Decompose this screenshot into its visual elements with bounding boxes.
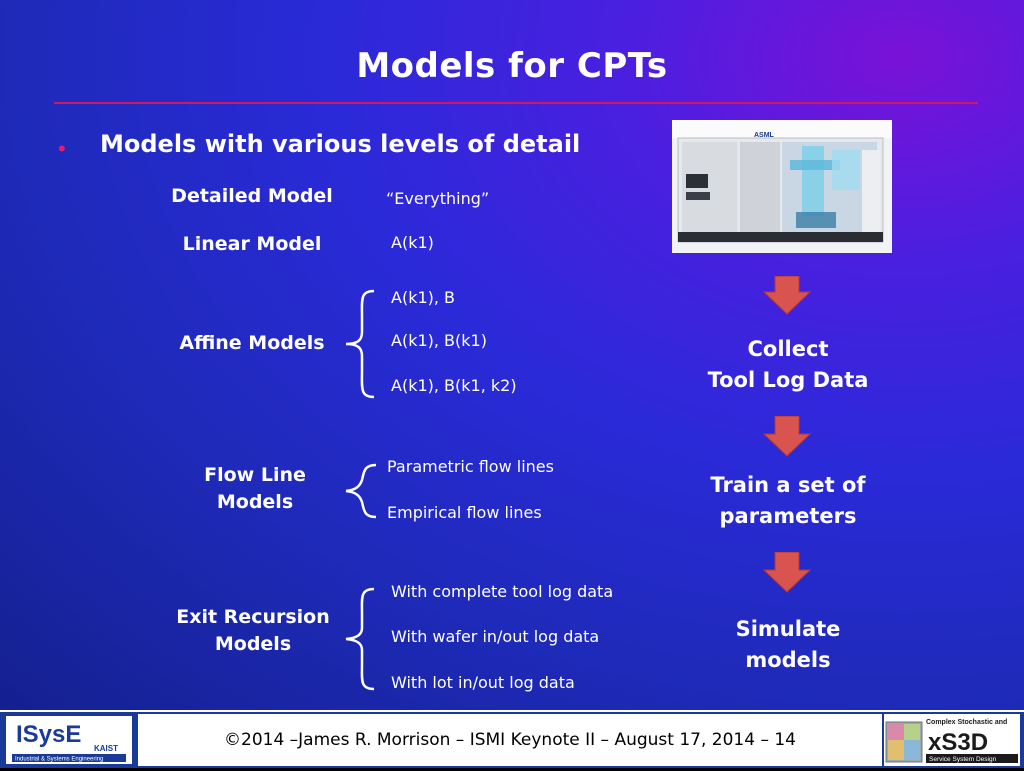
kaist-logo-text: KAIST <box>94 744 118 753</box>
affine-item: A(k1), B <box>391 288 456 307</box>
photo-brand-text: ASML <box>754 132 775 139</box>
linear-model-item: A(k1) <box>391 233 434 252</box>
isyse-subtitle-text: Industrial & Systems Engineering <box>15 757 103 763</box>
exit-recursion-models-label: Exit Recursion Models <box>170 604 336 658</box>
exit-recursion-label-line1: Exit Recursion <box>176 606 330 628</box>
step2-line2: parameters <box>719 504 857 528</box>
step-train-parameters: Train a set of parameters <box>690 470 886 532</box>
step-collect-log-data: Collect Tool Log Data <box>690 334 886 396</box>
step1-line1: Collect <box>747 337 829 361</box>
title-divider <box>54 102 978 104</box>
affine-item: A(k1), B(k1, k2) <box>391 376 517 395</box>
flow-line-item: Empirical flow lines <box>387 503 542 522</box>
footer-center: ©2014 –James R. Morrison – ISMI Keynote … <box>138 714 882 766</box>
detailed-model-item: “Everything” <box>386 189 490 208</box>
detailed-model-label: Detailed Model <box>171 185 333 207</box>
down-arrow-icon <box>763 276 811 315</box>
affine-models-label: Affine Models <box>179 332 325 354</box>
isyse-logo-text: ISysE <box>16 721 81 748</box>
exit-recursion-brace-icon <box>345 587 375 691</box>
exit-recursion-label-line2: Models <box>214 633 292 655</box>
step3-line2: models <box>745 648 831 672</box>
xs3d-logo: Complex Stochastic and xS3D Service Syst… <box>884 714 1020 766</box>
down-arrow-icon <box>763 416 811 457</box>
xs3d-logo-text: xS3D <box>928 729 988 756</box>
footer-copyright-text: ©2014 –James R. Morrison – ISMI Keynote … <box>224 730 796 750</box>
exit-recursion-item: With wafer in/out log data <box>391 627 600 646</box>
bullet-heading: Models with various levels of detail <box>100 130 581 158</box>
exit-recursion-item: With complete tool log data <box>391 582 614 601</box>
step1-line2: Tool Log Data <box>707 368 869 392</box>
flow-line-brace-icon <box>345 463 377 519</box>
flow-line-label-line1: Flow Line <box>204 464 306 486</box>
isyse-kaist-logo: ISysE KAIST Industrial & Systems Enginee… <box>4 714 134 766</box>
affine-brace-icon <box>345 289 375 399</box>
flow-line-models-label: Flow Line Models <box>190 462 320 516</box>
lithography-tool-photo: ASML <box>672 120 892 253</box>
exit-recursion-item: With lot in/out log data <box>391 673 575 692</box>
xs3d-top-text: Complex Stochastic and <box>926 719 1007 726</box>
down-arrow-icon <box>763 552 811 593</box>
step-simulate-models: Simulate models <box>690 614 886 676</box>
affine-item: A(k1), B(k1) <box>391 331 487 350</box>
slide-title: Models for CPTs <box>356 46 668 86</box>
flow-line-label-line2: Models <box>216 491 294 513</box>
step2-line1: Train a set of <box>710 473 866 497</box>
bullet-dot: • <box>58 136 66 161</box>
step3-line1: Simulate <box>735 617 841 641</box>
xs3d-bottom-text: Service System Design <box>929 756 997 763</box>
slide-background <box>0 0 1024 710</box>
linear-model-label: Linear Model <box>182 233 322 255</box>
flow-line-item: Parametric flow lines <box>387 457 554 476</box>
